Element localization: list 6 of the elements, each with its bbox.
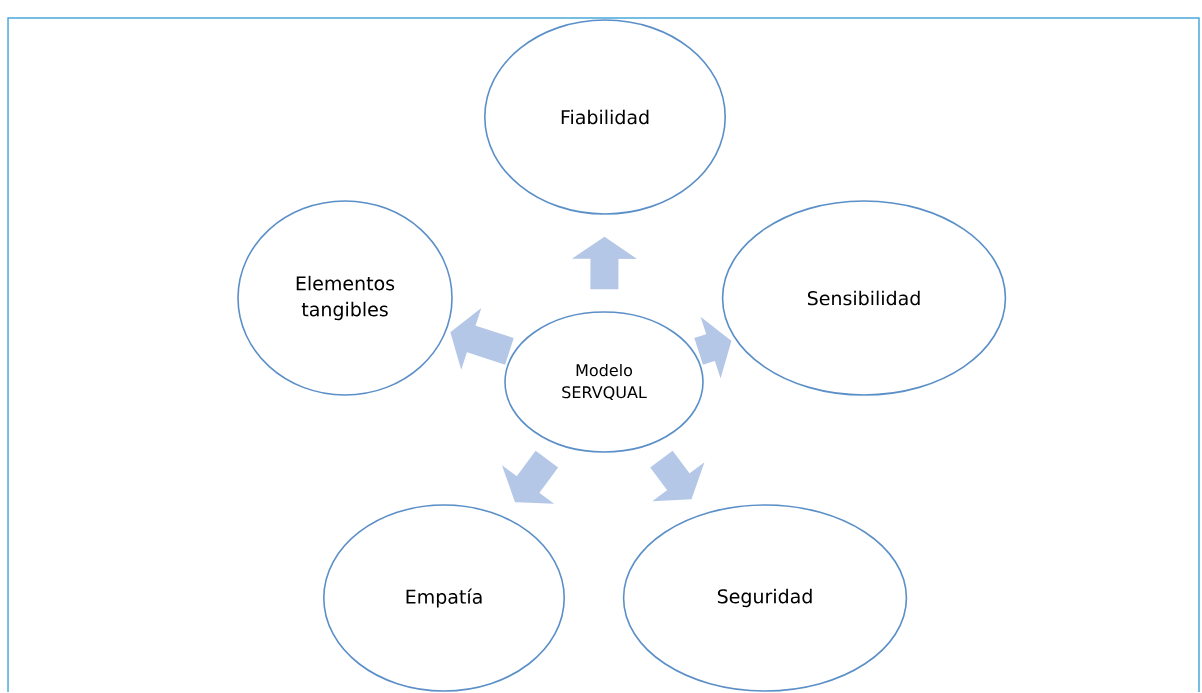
circle-node: Sensibilidad	[721, 200, 1007, 396]
circle-node: Seguridad	[622, 504, 908, 692]
circle-node: Elementos tangibles	[237, 200, 453, 396]
circle-node: Fiabilidad	[484, 19, 726, 215]
circle-node: Modelo SERVQUAL	[504, 311, 704, 453]
circle-node: Empatía	[323, 504, 565, 692]
